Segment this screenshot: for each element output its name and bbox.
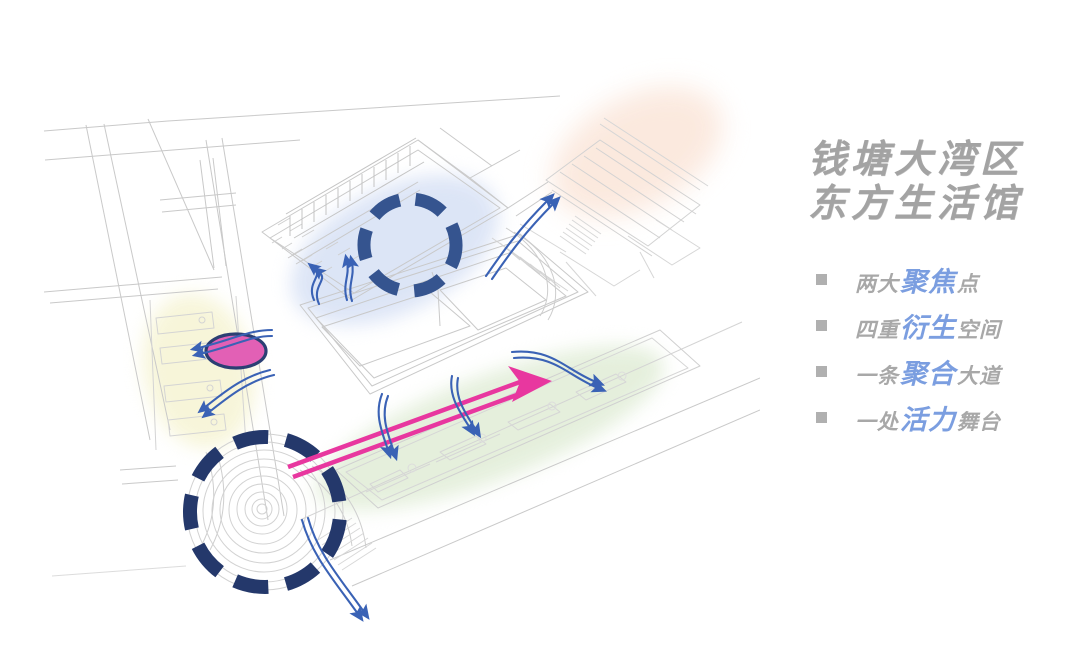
bullet-list: 两大聚焦点 四重衍生空间 一条聚合大道 一处活力舞台	[816, 256, 1066, 440]
bullet-1-pre: 两大	[855, 271, 899, 296]
site-plan-panel	[43, 87, 760, 622]
bullet-4-pre: 一处	[855, 409, 899, 434]
text-panel: 钱塘大湾区 东方生活馆 两大聚焦点 四重衍生空间 一条聚合大道	[760, 0, 1080, 654]
amphitheatre-rings	[186, 433, 344, 591]
bullet-item-3: 一条聚合大道	[816, 348, 1066, 394]
bullet-2-highlight: 衍生	[900, 312, 956, 343]
bullet-item-2: 四重衍生空间	[816, 302, 1066, 348]
title-line-1: 钱塘大湾区	[808, 139, 1024, 181]
bullet-3-highlight: 聚合	[900, 358, 956, 389]
zone-derived-east	[551, 87, 723, 217]
bullet-text-3: 一条聚合大道	[855, 352, 1001, 391]
focus-node-north	[357, 192, 463, 298]
circulation-arrows	[189, 193, 607, 622]
bullet-4-highlight: 活力	[900, 404, 956, 435]
bullet-item-4: 一处活力舞台	[816, 394, 1066, 440]
bullet-item-1: 两大聚焦点	[816, 256, 1066, 302]
bullet-3-post: 大道	[957, 363, 1001, 388]
aggregation-avenue-corridor	[287, 366, 552, 480]
square-bullet-icon	[816, 319, 827, 331]
square-bullet-icon	[816, 365, 827, 377]
square-bullet-icon	[816, 273, 827, 285]
title-line-2: 东方生活馆	[808, 183, 1024, 225]
bullet-3-pre: 一条	[855, 363, 899, 388]
zone-avenue-south	[316, 345, 664, 511]
bullet-text-2: 四重衍生空间	[855, 306, 1001, 345]
bullet-1-post: 点	[957, 271, 979, 296]
square-bullet-icon	[816, 411, 827, 423]
bullet-1-highlight: 聚焦	[900, 266, 956, 297]
title-block: 钱塘大湾区 东方生活馆	[808, 138, 1058, 226]
bullet-text-4: 一处活力舞台	[855, 398, 1001, 437]
focus-node-south	[183, 430, 347, 594]
bullet-4-post: 舞台	[957, 409, 1001, 434]
bullet-2-post: 空间	[957, 317, 1001, 342]
zone-focus-north	[291, 174, 499, 326]
bullet-2-pre: 四重	[855, 317, 899, 342]
site-plan-svg	[43, 87, 760, 622]
bullet-text-1: 两大聚焦点	[855, 260, 979, 299]
